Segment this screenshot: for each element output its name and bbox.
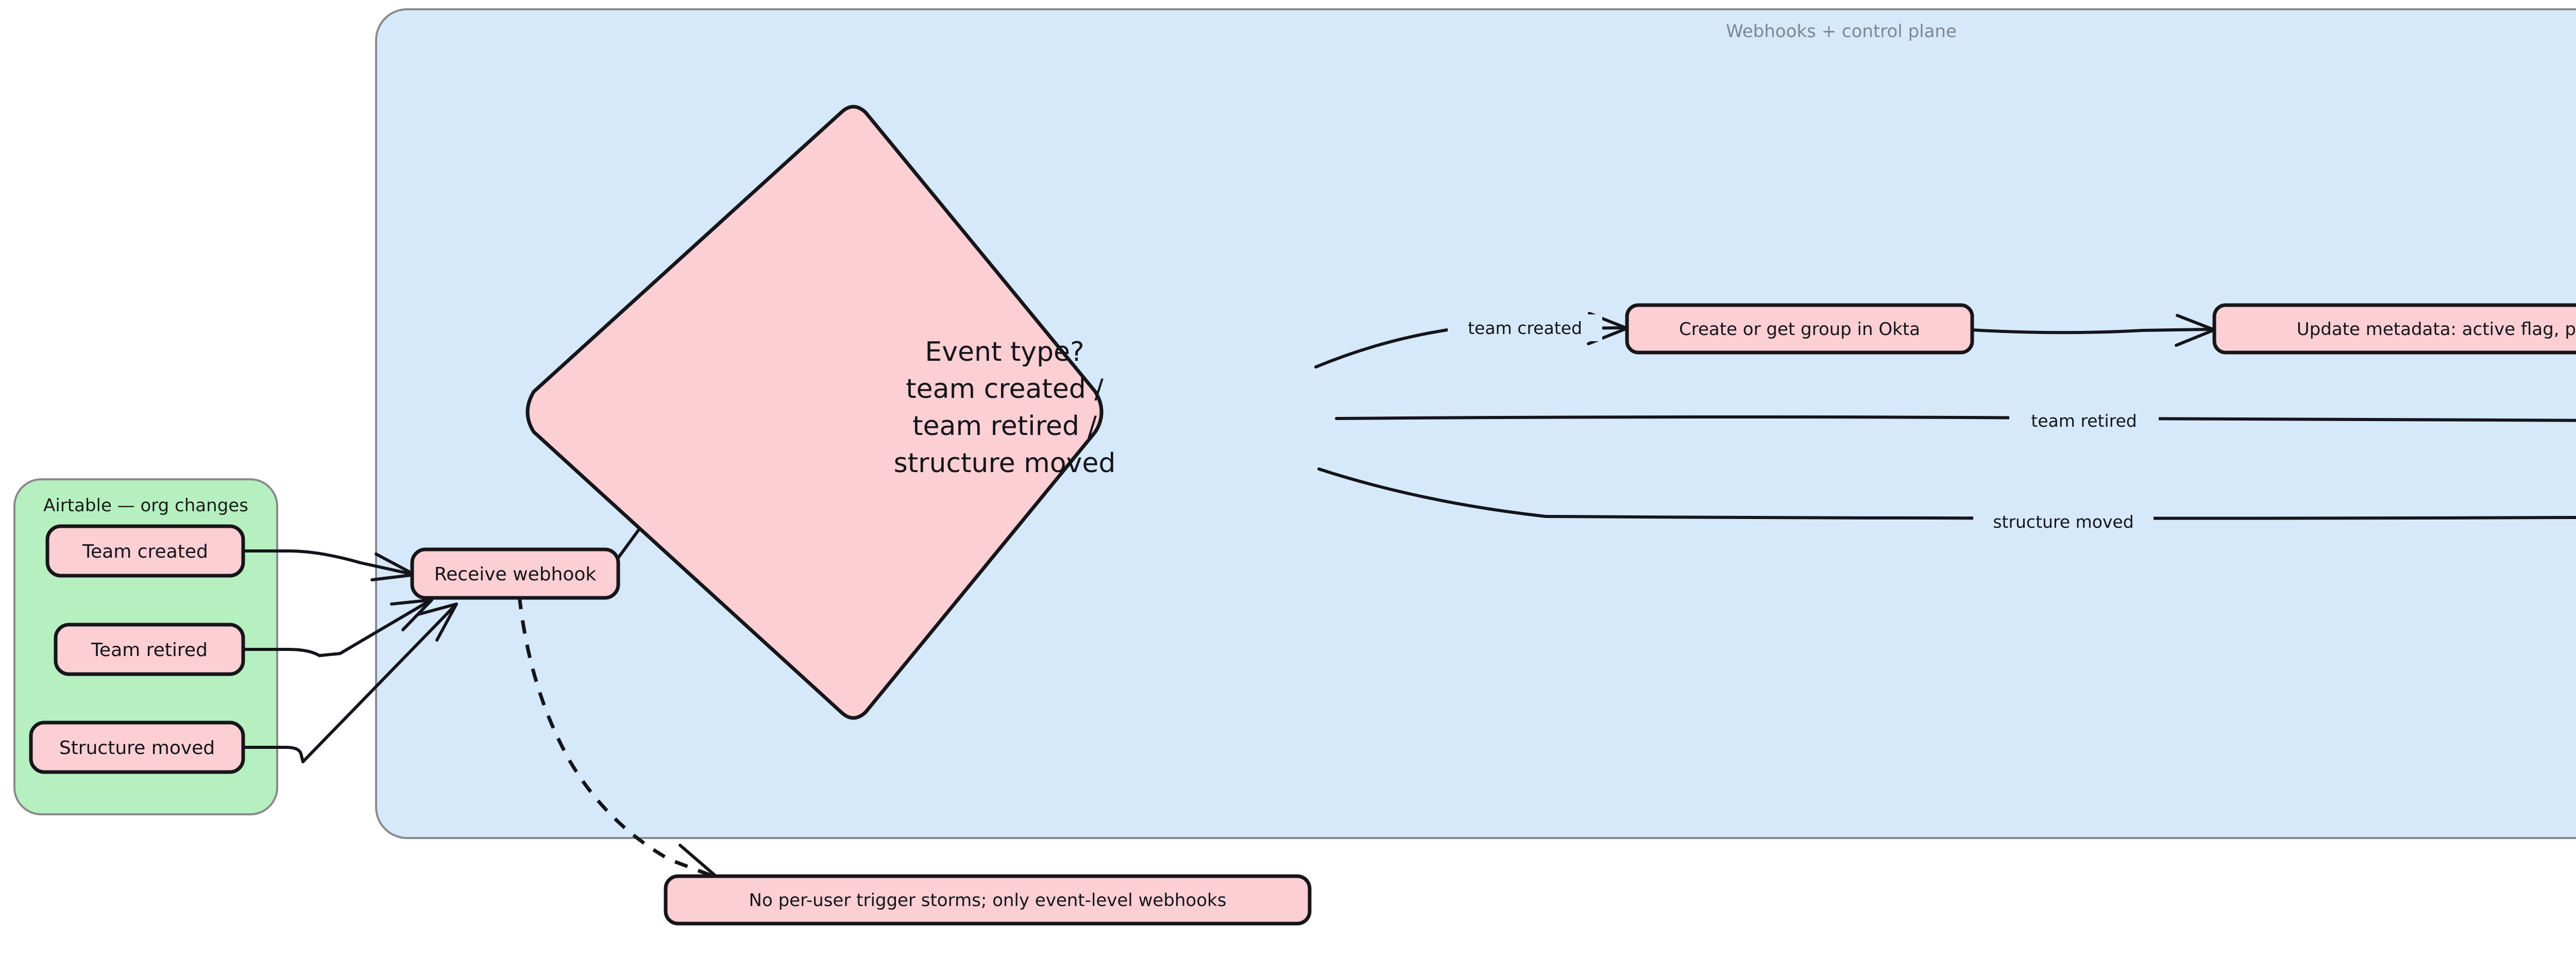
node-note-rect[interactable] <box>664 874 1312 926</box>
node-note[interactable]: No per-user trigger storms; only event-l… <box>664 874 1312 926</box>
node-team-retired[interactable]: Team retired <box>54 623 245 676</box>
node-structure-moved-rect[interactable] <box>29 721 245 774</box>
edge-create-group-to-update-metadata <box>1969 328 2212 334</box>
node-structure-moved-label: Structure moved <box>59 738 215 759</box>
cluster-airtable-label: Airtable — org changes <box>43 495 248 516</box>
edge-receive-webhook-to-note <box>517 595 714 878</box>
node-update-metadata-label: Update metadata: active flag, parent lin… <box>2297 319 2576 340</box>
node-event-type-line4: structure moved <box>894 448 1116 479</box>
node-receive-webhook[interactable]: Receive webhook <box>410 547 620 600</box>
node-team-created-label: Team created <box>82 541 208 562</box>
edge-team-created-to-receive-webhook <box>240 549 414 576</box>
node-receive-webhook-label: Receive webhook <box>434 564 597 585</box>
node-event-type[interactable]: Event type? team created / team retired … <box>526 105 1116 720</box>
edge-label-bg-team-retired <box>2009 408 2159 434</box>
edge-label-team-retired: team retired <box>2031 411 2137 431</box>
node-event-type-line1: Event type? <box>925 337 1084 367</box>
node-update-metadata-rect[interactable] <box>2212 303 2576 355</box>
cluster-control-plane-label: Webhooks + control plane <box>1726 21 1957 42</box>
node-create-group-rect[interactable] <box>1625 303 1974 355</box>
node-team-created[interactable]: Team created <box>45 524 245 578</box>
node-create-group[interactable]: Create or get group in Okta <box>1625 303 1974 355</box>
node-event-type-line2: team created / <box>906 374 1104 405</box>
edge-label-bg-team-created <box>1448 314 1602 341</box>
edge-label-layer: team created team retired structure move… <box>1448 314 2159 535</box>
node-team-retired-rect[interactable] <box>54 623 245 676</box>
edge-label-bg-structure-moved <box>1973 509 2154 535</box>
edge-event-type-to-update-parent <box>1317 467 2576 520</box>
node-note-label: No per-user trigger storms; only event-l… <box>749 890 1227 911</box>
node-event-type-diamond[interactable] <box>526 105 1104 720</box>
edge-label-structure-moved: structure moved <box>1993 512 2133 532</box>
node-team-retired-label: Team retired <box>91 640 208 661</box>
node-update-metadata[interactable]: Update metadata: active flag, parent lin… <box>2212 303 2576 355</box>
edge-team-retired-to-receive-webhook <box>240 600 429 657</box>
node-team-created-rect[interactable] <box>45 524 245 578</box>
arrowhead-receive-webhook-3 <box>417 602 458 642</box>
node-create-group-label: Create or get group in Okta <box>1679 319 1920 340</box>
edge-structure-moved-to-receive-webhook <box>240 606 455 763</box>
node-receive-webhook-rect[interactable] <box>410 547 620 600</box>
edge-label-team-created: team created <box>1468 318 1582 338</box>
node-event-type-label-group: Event type? team created / team retired … <box>894 337 1116 479</box>
node-event-type-line3: team retired / <box>912 411 1097 442</box>
node-structure-moved[interactable]: Structure moved <box>29 721 245 774</box>
arrowhead-receive-webhook-2 <box>390 598 433 631</box>
edge-event-type-to-create-group <box>1314 326 1624 369</box>
